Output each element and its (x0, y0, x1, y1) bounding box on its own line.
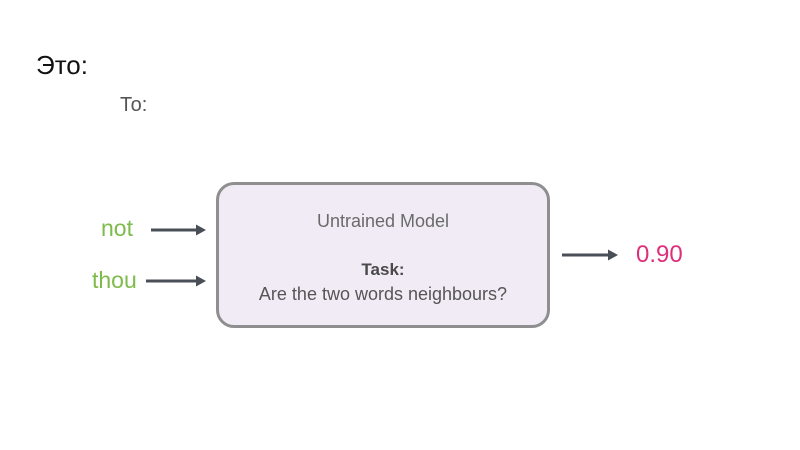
output-score: 0.90 (636, 241, 683, 268)
input-arrow-not-head (196, 224, 206, 236)
input-word-not: not (101, 215, 133, 241)
input-word-thou: thou (92, 267, 137, 293)
heading-that: То: (120, 94, 148, 116)
output-arrow-head (608, 249, 618, 261)
input-arrow-thou-head (196, 275, 206, 287)
model-title: Untrained Model (316, 211, 450, 231)
heading-this: Это: (36, 50, 88, 80)
task-label: Task: (361, 260, 405, 279)
task-question: Are the two words neighbours? (258, 284, 508, 304)
model-box (216, 182, 550, 328)
